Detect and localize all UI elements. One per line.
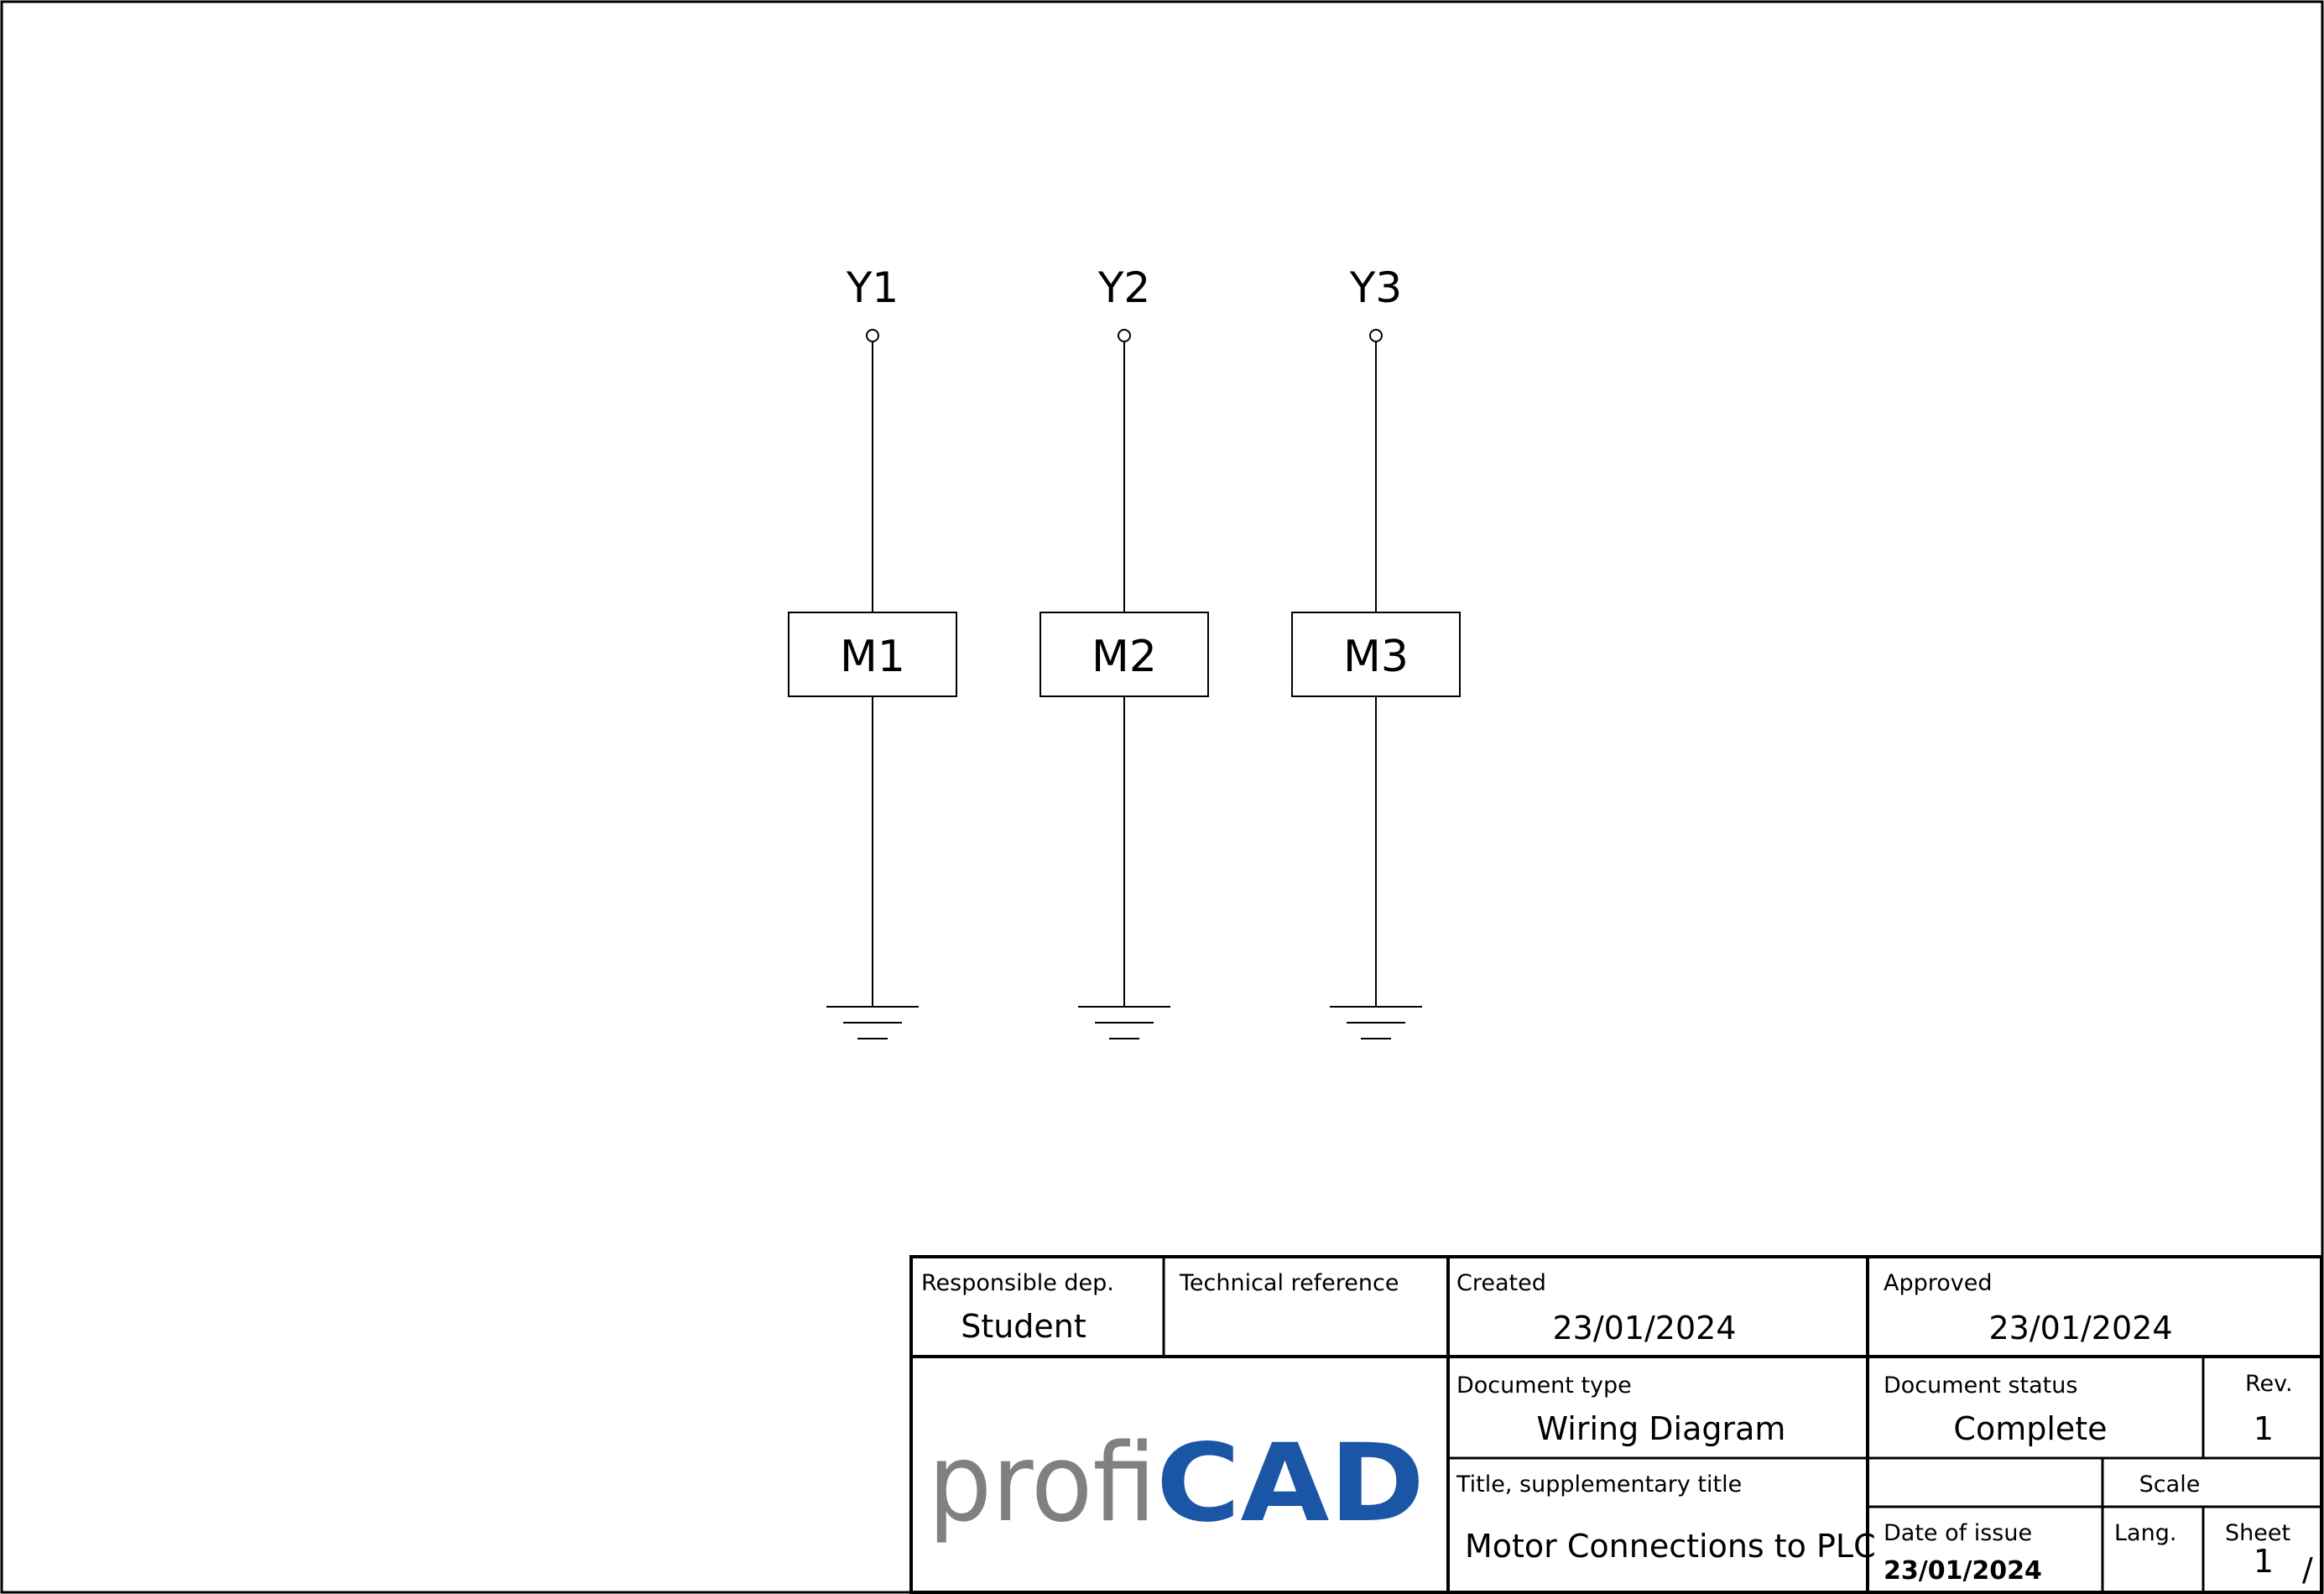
document-type-label: Document type — [1456, 1373, 1632, 1399]
approved-value: 23/01/2024 — [1988, 1310, 2172, 1347]
terminal-y2 — [1118, 329, 1131, 342]
ground-symbol-1 — [826, 1006, 919, 1039]
motor-label-m2: M2 — [1092, 632, 1157, 682]
motor-box-m2 — [1040, 612, 1209, 697]
motor-label-m1: M1 — [840, 632, 905, 682]
technical-reference-label: Technical reference — [1179, 1270, 1399, 1296]
sheet-separator: / — [2302, 1551, 2313, 1588]
lang-label: Lang. — [2114, 1520, 2176, 1546]
title-value: Motor Connections to PLC — [1465, 1528, 1876, 1565]
document-status-label: Document status — [1884, 1373, 2077, 1399]
logo-text-profi: profi — [928, 1421, 1156, 1546]
terminal-y1 — [866, 329, 879, 342]
title-block-frame — [909, 1255, 2323, 1594]
date-of-issue-label: Date of issue — [1884, 1520, 2032, 1546]
motor-label-m3: M3 — [1343, 632, 1409, 682]
logo-text-cad: CAD — [1156, 1421, 1425, 1546]
scale-label: Scale — [2139, 1472, 2201, 1498]
channel-1: Y1 M1 — [788, 263, 957, 1039]
motor-box-m3 — [1291, 612, 1461, 697]
ground-symbol-3 — [1330, 1006, 1422, 1039]
terminal-label-y3: Y3 — [1349, 263, 1402, 312]
channel-3: Y3 M3 — [1291, 263, 1461, 1039]
sheet-label: Sheet — [2225, 1520, 2290, 1546]
document-type-value: Wiring Diagram — [1537, 1410, 1786, 1447]
terminal-y3 — [1369, 329, 1383, 342]
created-value: 23/01/2024 — [1552, 1310, 1736, 1347]
responsible-dep-value: Student — [961, 1308, 1086, 1345]
channel-2: Y2 M2 — [1040, 263, 1209, 1039]
responsible-dep-label: Responsible dep. — [921, 1270, 1114, 1296]
proficad-logo: profi CAD — [928, 1421, 1425, 1546]
rev-label: Rev. — [2245, 1371, 2293, 1397]
date-of-issue-value: 23/01/2024 — [1884, 1556, 2042, 1586]
title-label: Title, supplementary title — [1456, 1472, 1742, 1498]
sheet-value: 1 — [2254, 1543, 2274, 1580]
ground-symbol-2 — [1078, 1006, 1170, 1039]
approved-label: Approved — [1884, 1270, 1993, 1296]
document-status-value: Complete — [1953, 1410, 2107, 1447]
terminal-label-y1: Y1 — [846, 263, 899, 312]
created-label: Created — [1456, 1270, 1546, 1296]
rev-value: 1 — [2254, 1410, 2274, 1447]
terminal-label-y2: Y2 — [1097, 263, 1150, 312]
title-block: Responsible dep. Student Technical refer… — [909, 1255, 2323, 1594]
